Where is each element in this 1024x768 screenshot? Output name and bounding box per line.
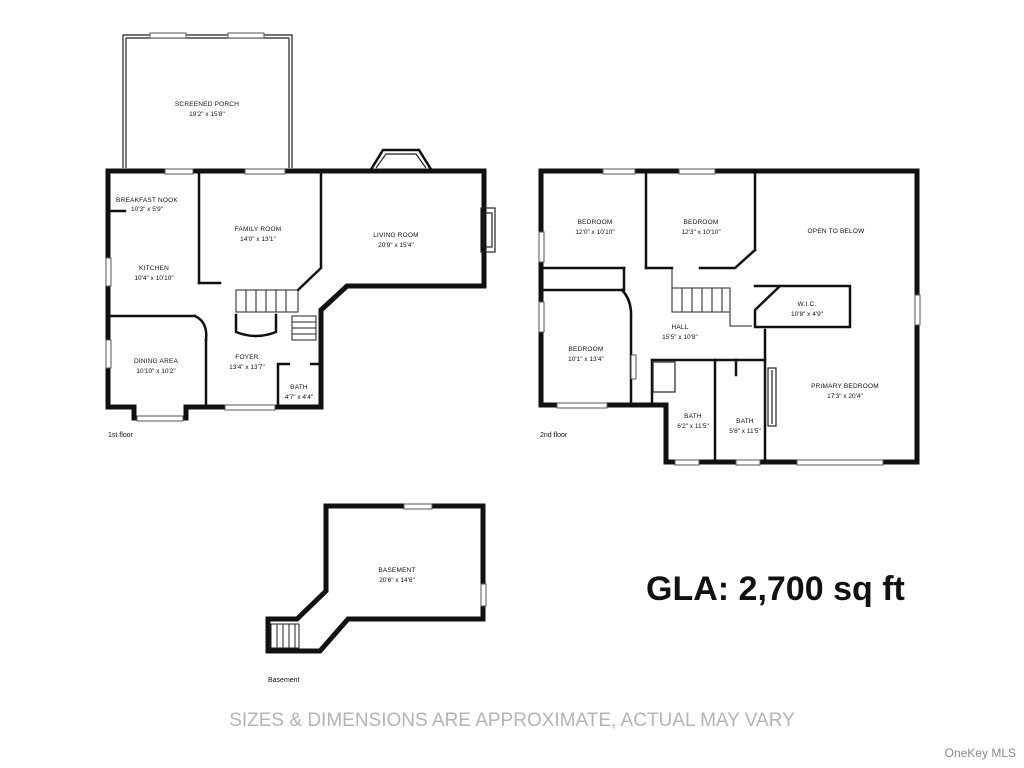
second-floor-plan: BEDROOM 12'0" x 10'10" BEDROOM 12'3" x 1…	[538, 168, 921, 466]
room-name: BEDROOM	[569, 346, 604, 353]
floor-label: 1st floor	[108, 432, 134, 439]
room-name: BATH	[684, 413, 702, 420]
room-name: HALL	[671, 324, 688, 331]
room-name: W.I.C.	[798, 301, 817, 308]
room-dims: 15'5" x 10'8"	[662, 334, 698, 341]
floor-label: 2nd floor	[540, 432, 568, 439]
room-dims: 10'8" x 4'9"	[791, 311, 824, 318]
room-name: PRIMARY BEDROOM	[811, 383, 879, 390]
disclaimer-text: SIZES & DIMENSIONS ARE APPROXIMATE, ACTU…	[229, 710, 795, 731]
second-floor-exterior	[538, 168, 920, 465]
room-dims: 13'4" x 13'7"	[229, 364, 265, 371]
room-name: BATH	[736, 418, 754, 425]
gla-total: GLA: 2,700 sq ft	[646, 570, 905, 608]
room-name: DINING AREA	[134, 358, 179, 365]
room-name: BREAKFAST NOOK	[116, 197, 178, 204]
first-floor-exterior	[105, 168, 487, 421]
room-dims: 10'3" x 5'9"	[131, 206, 164, 213]
room-dims: 10'4" x 10'10"	[134, 275, 174, 282]
basement-stairs	[270, 623, 300, 649]
room-name: BATH	[290, 384, 308, 391]
room-name: BASEMENT	[378, 567, 415, 574]
room-name: SCREENED PORCH	[175, 101, 239, 108]
room-name: FAMILY ROOM	[235, 226, 282, 233]
basement-exterior	[265, 503, 486, 654]
room-name: BEDROOM	[578, 219, 613, 226]
room-dims: 6'2" x 11'5"	[677, 423, 709, 430]
room-dims: 14'0" x 13'1"	[240, 236, 276, 243]
room-name: FOYER	[235, 354, 258, 361]
room-dims: 10'1" x 13'4"	[568, 356, 604, 363]
room-name: LIVING ROOM	[373, 232, 419, 239]
room-dims: 10'10" x 10'2"	[136, 368, 176, 375]
screened-porch	[122, 32, 293, 168]
room-dims: 4'7" x 4'4"	[285, 394, 314, 401]
room-dims: 19'2" x 15'8"	[189, 111, 225, 118]
watermark: OneKey MLS	[944, 746, 1016, 760]
room-name: BEDROOM	[684, 219, 719, 226]
room-dims: 12'3" x 10'10"	[681, 229, 721, 236]
floor-label: Basement	[268, 677, 300, 684]
first-floor-stairs	[235, 289, 317, 341]
room-dims: 12'0" x 10'10"	[575, 229, 615, 236]
second-floor-stairs	[671, 268, 752, 327]
room-dims: 17'3" x 20'4"	[827, 393, 863, 400]
room-dims: 20'6" x 14'6"	[379, 577, 415, 584]
room-dims: 20'9" x 15'4"	[378, 242, 414, 249]
basement-plan: BASEMENT 20'6" x 14'6" Basement	[265, 503, 487, 684]
first-floor-plan: SCREENED PORCH 19'2" x 15'8" BREAKFAST N…	[105, 32, 496, 439]
room-dims: 5'8" x 11'5"	[729, 428, 761, 435]
room-name: KITCHEN	[139, 265, 169, 272]
room-name: OPEN TO BELOW	[808, 228, 866, 235]
